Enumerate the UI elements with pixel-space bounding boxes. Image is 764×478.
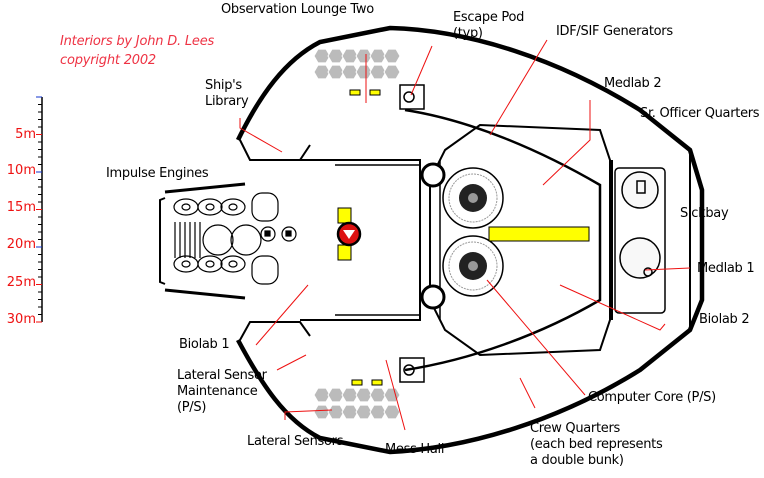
sensor-hex bbox=[355, 48, 373, 64]
label-lateral-sensor-maintenance: Lateral Sensor Maintenance (P/S) bbox=[177, 368, 267, 416]
sickbay-room bbox=[614, 167, 666, 314]
label-escape-pod: Escape Pod (typ) bbox=[453, 10, 524, 42]
label-sickbay: Sickbay bbox=[680, 206, 729, 221]
label-escape-pod-line1: Escape Pod bbox=[453, 10, 525, 25]
label-ships-library-line1: Ship's bbox=[205, 78, 242, 93]
label-ships-library-line2: Library bbox=[205, 94, 249, 109]
escape-pods bbox=[399, 84, 425, 383]
sensor-hex bbox=[341, 48, 359, 64]
label-lsm-line2: Maintenance bbox=[177, 384, 258, 399]
label-observation-lounge: Observation Lounge Two bbox=[221, 2, 374, 17]
sensor-hex bbox=[327, 64, 345, 80]
hull-outline bbox=[159, 25, 705, 455]
sensor-hex bbox=[327, 48, 345, 64]
scale-label-15m: 15m bbox=[6, 200, 36, 215]
sensor-hex bbox=[341, 387, 359, 403]
sensor-hex bbox=[383, 64, 401, 80]
label-crew-quarters-line2: (each bed represents bbox=[530, 437, 663, 452]
credit-line-1: Interiors by John D. Lees bbox=[60, 34, 215, 49]
sensor-hex bbox=[313, 404, 331, 420]
turbolift-icon bbox=[336, 221, 362, 247]
credit: Interiors by John D. Lees copyright 2002 bbox=[60, 32, 214, 70]
label-mess-hall: Mess Hall bbox=[385, 442, 445, 457]
sensor-hex bbox=[327, 387, 345, 403]
sensor-hex bbox=[341, 64, 359, 80]
sensor-hex bbox=[341, 404, 359, 420]
sensor-hex bbox=[355, 404, 373, 420]
sensor-hex bbox=[369, 387, 387, 403]
label-crew-quarters-line1: Crew Quarters bbox=[530, 421, 620, 436]
label-biolab-1: Biolab 1 bbox=[179, 337, 230, 352]
sensor-hex bbox=[313, 48, 331, 64]
scale-label-5m: 5m bbox=[15, 127, 36, 142]
lateral-sensor-arrays bbox=[313, 48, 401, 420]
credit-line-2: copyright 2002 bbox=[60, 53, 157, 68]
leader-lines bbox=[239, 39, 691, 431]
label-lsm-line3: (P/S) bbox=[177, 400, 207, 415]
sensor-hex bbox=[383, 387, 401, 403]
label-impulse-engines: Impulse Engines bbox=[106, 166, 209, 181]
label-lsm-line1: Lateral Sensor bbox=[177, 368, 267, 383]
sensor-hex bbox=[355, 387, 373, 403]
label-computer-core: Computer Core (P/S) bbox=[588, 390, 716, 405]
scale-label-30m: 30m bbox=[6, 312, 36, 327]
sensor-hex bbox=[313, 387, 331, 403]
scale-label-25m: 25m bbox=[6, 275, 36, 290]
sensor-hex bbox=[369, 48, 387, 64]
sensor-hex bbox=[313, 64, 331, 80]
sensor-hex bbox=[327, 404, 345, 420]
label-lateral-sensors: Lateral Sensors bbox=[247, 434, 344, 449]
sensor-hex bbox=[383, 48, 401, 64]
impulse-engines bbox=[173, 192, 297, 285]
label-escape-pod-line2: (typ) bbox=[453, 26, 483, 41]
label-biolab-2: Biolab 2 bbox=[699, 312, 750, 327]
bulkhead-rings bbox=[420, 162, 446, 310]
label-medlab-2: Medlab 2 bbox=[604, 76, 662, 91]
sensor-hex bbox=[383, 404, 401, 420]
sensor-hex bbox=[369, 404, 387, 420]
yellow-markers bbox=[337, 89, 590, 386]
sensor-hex bbox=[369, 64, 387, 80]
label-crew-quarters-line3: a double bunk) bbox=[530, 453, 624, 468]
label-ships-library: Ship's Library bbox=[205, 78, 249, 110]
sensor-hex bbox=[355, 64, 373, 80]
computer-cores bbox=[442, 167, 504, 297]
label-crew-quarters: Crew Quarters (each bed represents a dou… bbox=[530, 421, 663, 469]
label-idf-sif-generators: IDF/SIF Generators bbox=[556, 24, 673, 39]
scale-label-10m: 10m bbox=[6, 163, 36, 178]
label-sr-officer-quarters: Sr. Officer Quarters bbox=[640, 106, 760, 121]
scale-bar bbox=[36, 96, 43, 323]
scale-label-20m: 20m bbox=[6, 237, 36, 252]
label-medlab-1: Medlab 1 bbox=[697, 261, 755, 276]
